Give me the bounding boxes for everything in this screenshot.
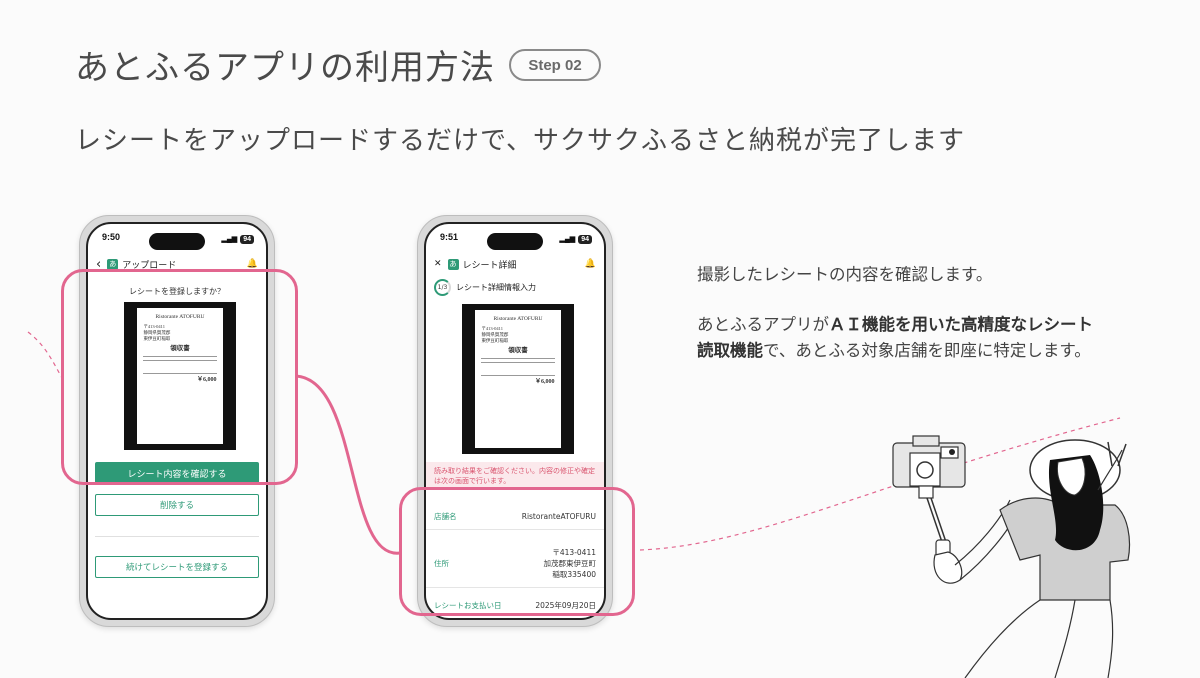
step-badge: Step 02 [509,49,601,81]
payment-date-value: 2025年09月20日 [535,600,596,610]
continue-register-button[interactable]: 続けてレシートを登録する [95,556,259,578]
status-bar: 9:51 ▂▄▆ 94 [440,232,592,246]
receipt-line: 静岡県賀茂郡 [143,329,171,335]
app-logo-icon: あ [447,258,459,270]
bell-icon[interactable]: 🔔 [584,259,596,269]
dynamic-island [487,233,543,250]
phone-upload: 9:50 ▂▄▆ 94 ‹ あ アップロード 🔔 レシートを登録しますか？ Ri… [79,215,275,627]
bell-icon[interactable]: 🔔 [246,259,258,269]
close-icon[interactable]: ✕ [434,259,442,269]
battery-icon: 94 [240,234,254,244]
screen-title: レシート詳細 [462,260,517,271]
payment-date-label: レシートお支払い日 [434,600,502,610]
warning-message: 読み取り結果をご確認ください。内容の修正や確定は次の画面で行います。 [426,462,604,490]
receipt-heading: 領収書 [508,347,528,354]
description-highlight: ＡＩ機能を用いた高精度なレシート読取機能 [697,315,1093,360]
receipt-line: 〒413-0411 [481,326,504,331]
receipt-store: Ristorante ATOFURU [155,313,205,320]
description-p1: 撮影したレシートの内容を確認します。 [697,265,993,284]
receipt-amount: ￥6,000 [535,379,555,385]
receipt-image: Ristorante ATOFURU 〒413-0411 静岡県賀茂郡 東伊豆町… [124,302,236,450]
receipt-image: Ristorante ATOFURU 〒413-0411 静岡県賀茂郡 東伊豆町… [462,304,574,454]
app-bar: ✕ あ レシート詳細 🔔 [426,254,604,274]
step-indicator-icon: 1/3 [434,279,451,296]
address-line: 加茂郡東伊豆町 [543,559,597,568]
description: 撮影したレシートの内容を確認します。 あとふるアプリがＡＩ機能を用いた高精度なレ… [697,262,1097,388]
page-subtitle: レシートをアップロードするだけで、サクサクふるさと納税が完了します [75,126,965,156]
receipt-store: Ristorante ATOFURU [493,316,543,322]
address-line: 稲取335400 [552,570,596,579]
receipt-line: 東伊豆町稲取 [481,338,509,343]
phone-detail-screen: 9:51 ▂▄▆ 94 ✕ あ レシート詳細 🔔 1/3 レシート詳細情報入力 … [424,222,606,620]
battery-icon: 94 [578,234,592,244]
app-bar: ‹ あ アップロード 🔔 [88,254,266,274]
store-name-label: 店舗名 [434,512,457,521]
status-bar: 9:50 ▂▄▆ 94 [102,232,254,246]
section-header: 1/3 レシート詳細情報入力 [434,279,536,296]
store-name-value: RistoranteATOFURU [521,512,596,521]
address-label: 住所 [434,559,449,568]
phone-receipt-detail: 9:51 ▂▄▆ 94 ✕ あ レシート詳細 🔔 1/3 レシート詳細情報入力 … [417,215,613,627]
upload-question: レシートを登録しますか？ [129,287,225,296]
receipt-heading: 領収書 [170,344,190,352]
receipt-line: 東伊豆町稲取 [143,335,171,341]
signal-icon: ▂▄▆ [221,236,238,243]
confirm-receipt-button[interactable]: レシート内容を確認する [95,462,259,484]
dynamic-island [149,233,205,250]
receipt-line: 静岡県賀茂郡 [481,332,509,337]
screen-title: アップロード [122,260,177,271]
divider [95,536,259,537]
payment-date-row: レシートお支払い日 2025年09月20日 [426,594,604,616]
description-p2: あとふるアプリがＡＩ機能を用いた高精度なレシート読取機能で、あとふる対象店舗を即… [697,315,1093,360]
status-time: 9:51 [440,232,459,242]
receipt-line: 〒413-0411 [143,323,166,329]
receipt-amount: ￥6,000 [197,376,217,383]
highlight-frame-fields [399,487,635,616]
back-icon[interactable]: ‹ [96,256,102,272]
app-logo-icon: あ [107,258,119,270]
signal-icon: ▂▄▆ [559,236,576,243]
status-time: 9:50 [102,232,121,242]
page-title: あとふるアプリの利用方法 [75,48,495,88]
store-name-row: 店舗名 RistoranteATOFURU [426,504,604,530]
phone-upload-screen: 9:50 ▂▄▆ 94 ‹ あ アップロード 🔔 レシートを登録しますか？ Ri… [86,222,268,620]
address-row: 住所 〒413-0411 加茂郡東伊豆町 稲取335400 [426,540,604,588]
section-title: レシート詳細情報入力 [456,283,536,292]
highlight-frame-upload [61,269,298,485]
delete-button[interactable]: 削除する [95,494,259,516]
address-line: 〒413-0411 [552,548,596,557]
